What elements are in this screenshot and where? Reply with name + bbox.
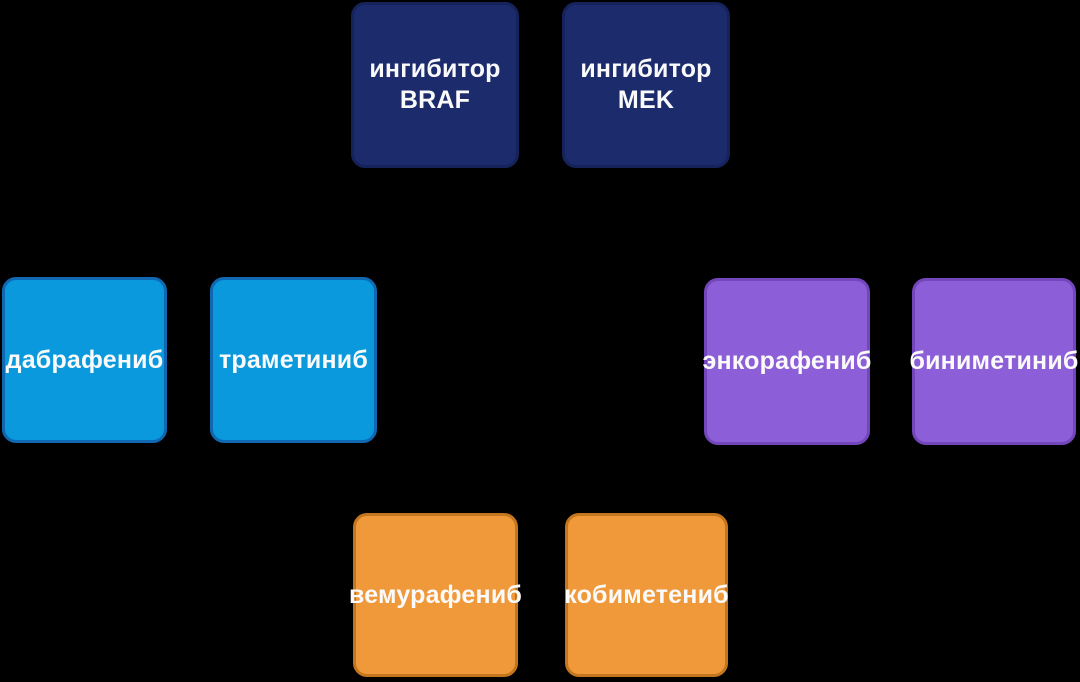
- node-label-line: биниметиниб: [909, 347, 1079, 375]
- node-trametinib: траметиниб: [210, 277, 377, 443]
- node-dabrafenib: дабрафениб: [2, 277, 167, 443]
- node-label-line: MEK: [617, 86, 675, 114]
- node-label-line: траметиниб: [218, 345, 368, 374]
- node-label-line: вемурафениб: [348, 580, 523, 609]
- node-label-line: дабрафениб: [5, 345, 164, 374]
- node-cobimetinib: кобиметениб: [564, 513, 729, 677]
- node-label-line: ингибитор: [369, 55, 501, 83]
- node-binimetinib: биниметиниб: [909, 278, 1079, 445]
- node-label-line: кобиметениб: [564, 580, 729, 609]
- node-encorafenib: энкорафениб: [702, 278, 872, 445]
- node-braf-inhibitor: ингибитор BRAF: [351, 2, 519, 168]
- node-label-line: BRAF: [399, 86, 471, 114]
- node-label-line: энкорафениб: [702, 347, 872, 375]
- node-label-line: ингибитор: [580, 55, 712, 83]
- node-vemurafenib: вемурафениб: [349, 513, 522, 677]
- node-mek-inhibitor: ингибитор MEK: [562, 2, 730, 168]
